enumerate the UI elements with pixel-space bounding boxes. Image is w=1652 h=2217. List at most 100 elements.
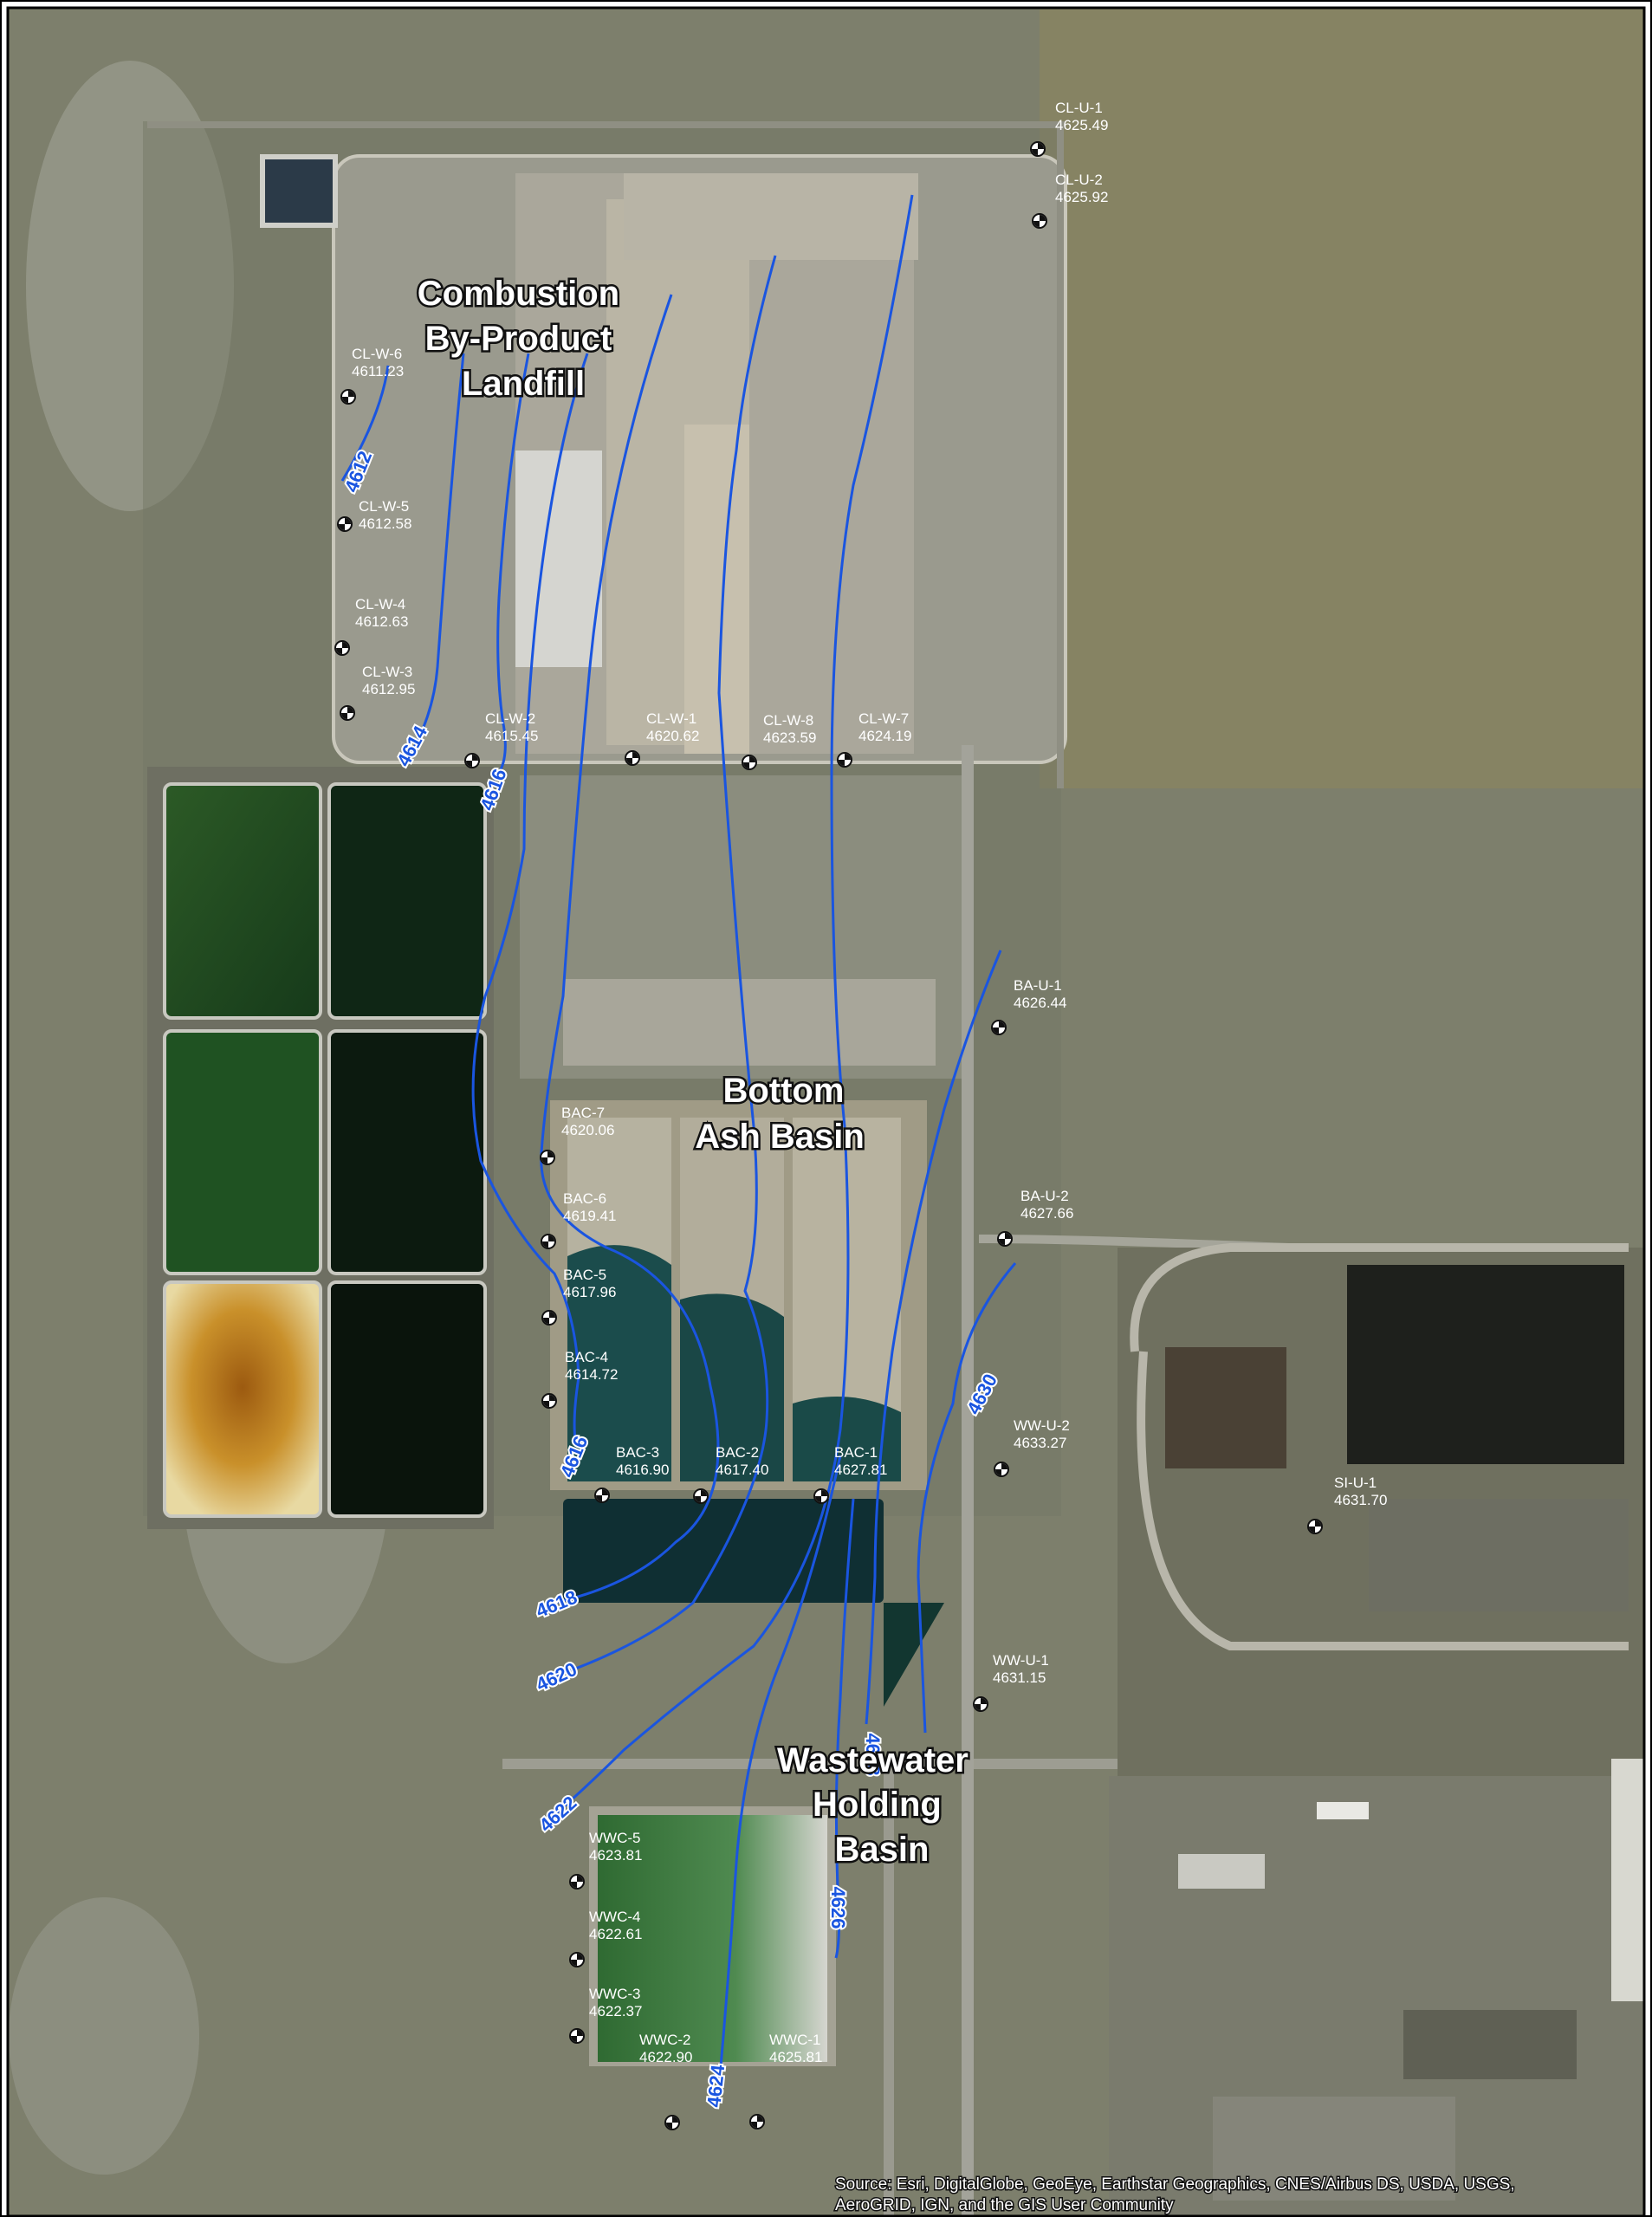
contour-4616-north — [492, 353, 530, 781]
well-id-label: WWC-4 — [589, 1909, 640, 1925]
well-quadrant-icon — [342, 391, 354, 403]
contour-label-4626: 4626 — [827, 1887, 849, 1929]
source-attribution: Source: Esri, DigitalGlobe, GeoEye, Eart… — [835, 2175, 1519, 2214]
well-elevation-label: 4620.62 — [646, 728, 699, 744]
well-elevation-label: 4612.58 — [359, 515, 411, 532]
well-elevation-label: 4620.06 — [561, 1122, 614, 1138]
well-quadrant-icon — [999, 1233, 1011, 1245]
well-id-label: CL-W-5 — [359, 498, 409, 515]
well-elevation-label: 4623.59 — [763, 729, 816, 746]
contour-4622 — [554, 194, 914, 1817]
well-quadrant-icon — [993, 1021, 1005, 1034]
well-quadrant-icon — [626, 752, 638, 764]
contour-lines — [340, 194, 1017, 2106]
well-elevation-label: 4633.27 — [1014, 1435, 1066, 1451]
well-elevation-label: 4626.44 — [1014, 995, 1066, 1011]
well-elevation-label: 4622.90 — [639, 2049, 692, 2065]
monitoring-wells: CL-U-14625.49CL-U-24625.92CL-W-64611.23C… — [334, 100, 1387, 2130]
well-quadrant-icon — [341, 707, 353, 719]
well-id-label: BAC-5 — [563, 1267, 606, 1283]
contour-4612 — [340, 365, 390, 482]
well-id-label: BA-U-1 — [1014, 977, 1062, 994]
well-id-label: BAC-1 — [834, 1444, 878, 1461]
well-quadrant-icon — [695, 1490, 707, 1502]
contour-4624 — [716, 1455, 842, 2106]
well-quadrant-icon — [542, 1235, 554, 1248]
well-elevation-label: 4627.66 — [1020, 1205, 1073, 1222]
well-quadrant-icon — [975, 1698, 987, 1710]
well-id-label: BAC-6 — [563, 1190, 606, 1207]
contour-4630 — [917, 1262, 1017, 1734]
well-quadrant-icon — [1032, 143, 1044, 155]
well-elevation-label: 4612.95 — [362, 681, 415, 697]
well-quadrant-icon — [1309, 1520, 1321, 1533]
well-id-label: BAC-2 — [716, 1444, 759, 1461]
well-id-label: CL-W-7 — [858, 710, 909, 727]
well-id-label: CL-W-6 — [352, 346, 402, 362]
well-elevation-label: 4617.96 — [563, 1284, 616, 1300]
well-id-label: SI-U-1 — [1334, 1475, 1377, 1491]
well-quadrant-icon — [995, 1463, 1007, 1475]
well-id-label: CL-W-3 — [362, 664, 412, 680]
contour-label-4624: 4624 — [703, 2063, 729, 2108]
bottom-ash-basin-label: Bottom Ash Basin — [695, 1072, 865, 1156]
well-quadrant-icon — [666, 2117, 678, 2129]
well-id-label: WWC-5 — [589, 1830, 640, 1846]
landfill-label: Combustion By-Product Landfill — [418, 275, 629, 403]
well-quadrant-icon — [596, 1489, 608, 1501]
well-quadrant-icon — [571, 2030, 583, 2042]
basemap-imagery — [9, 9, 1643, 2217]
well-id-label: WW-U-1 — [993, 1652, 1049, 1669]
well-elevation-label: 4612.63 — [355, 613, 408, 630]
wastewater-holding-basin-label: Wastewater Holding Basin — [777, 1741, 978, 1869]
well-id-label: WWC-1 — [769, 2032, 820, 2048]
well-quadrant-icon — [1033, 215, 1046, 227]
well-quadrant-icon — [336, 642, 348, 654]
well-id-label: CL-U-1 — [1055, 100, 1103, 116]
well-id-label: WWC-3 — [589, 1986, 640, 2002]
well-quadrant-icon — [541, 1151, 554, 1164]
contour-4628 — [865, 950, 1002, 1725]
well-elevation-label: 4625.81 — [769, 2049, 822, 2065]
well-elevation-label: 4615.45 — [485, 728, 538, 744]
well-quadrant-icon — [815, 1490, 827, 1502]
well-elevation-label: 4623.81 — [589, 1847, 642, 1864]
well-id-label: BAC-3 — [616, 1444, 659, 1461]
well-quadrant-icon — [839, 754, 851, 766]
well-quadrant-icon — [571, 1876, 583, 1888]
well-elevation-label: 4627.81 — [834, 1462, 887, 1478]
contour-4614 — [404, 353, 465, 763]
well-elevation-label: 4616.90 — [616, 1462, 669, 1478]
area-labels: Combustion By-Product Landfill Bottom As… — [415, 273, 978, 1871]
well-quadrant-icon — [543, 1312, 555, 1324]
well-id-label: BAC-7 — [561, 1105, 605, 1121]
